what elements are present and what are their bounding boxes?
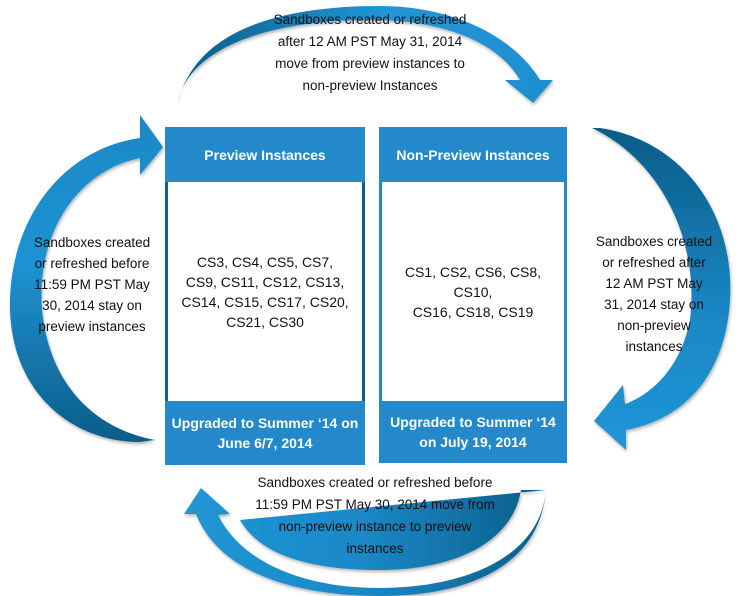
non-preview-instances-box: Non-Preview Instances CS1, CS2, CS6, CS8… (379, 127, 567, 463)
right-arrow (592, 128, 731, 450)
top-arrow-label: Sandboxes created or refreshed after 12 … (235, 9, 505, 97)
footer-line: June 6/7, 2014 (217, 435, 313, 451)
label-line: 11:59 PM PST May 30, 2014 move from (255, 497, 495, 512)
preview-instances-title: Preview Instances (165, 127, 365, 182)
preview-upgrade-date: Upgraded to Summer ‘14 on June 6/7, 2014 (165, 401, 365, 465)
label-line: non-preview instance to preview (278, 519, 472, 534)
non-preview-instances-list: CS1, CS2, CS6, CS8, CS10, CS16, CS18, CS… (382, 182, 564, 401)
footer-line: Upgraded to Summer ‘14 on (171, 415, 359, 431)
label-line: or refreshed after (602, 255, 706, 270)
preview-instances-box: Preview Instances CS3, CS4, CS5, CS7, CS… (165, 127, 365, 465)
label-line: or refreshed before (34, 256, 150, 271)
non-preview-instances-title: Non-Preview Instances (379, 127, 567, 182)
label-line: non-preview Instances (302, 78, 438, 93)
instance-line: CS16, CS18, CS19 (412, 303, 534, 320)
preview-instances-list: CS3, CS4, CS5, CS7, CS9, CS11, CS12, CS1… (168, 182, 362, 401)
label-line: move from preview instances to (275, 56, 465, 71)
label-line: after 12 AM PST May 31, 2014 (277, 34, 463, 49)
label-line: 11:59 PM PST May (34, 277, 150, 292)
label-line: non-preview (617, 318, 691, 333)
label-line: 12 AM PST May (605, 276, 703, 291)
footer-line: Upgraded to Summer ‘14 (390, 414, 556, 430)
label-line: preview instances (38, 319, 146, 334)
right-arrow-label: Sandboxes created or refreshed after 12 … (574, 231, 734, 357)
instance-line: CS3, CS4, CS5, CS7, (196, 253, 334, 270)
label-line: Sandboxes created (595, 234, 713, 249)
bottom-arrow (184, 488, 546, 596)
label-line: instances (625, 339, 683, 354)
label-line: 31, 2014 stay on (604, 297, 704, 312)
instance-line: CS21, CS30 (226, 313, 304, 330)
left-arrow (9, 115, 163, 442)
label-line: instances (346, 541, 404, 556)
label-line: 30, 2014 stay on (42, 298, 142, 313)
bottom-arrow-label: Sandboxes created or refreshed before 11… (225, 472, 525, 560)
label-line: Sandboxes created or refreshed (273, 12, 467, 27)
footer-line: on July 19, 2014 (419, 434, 527, 450)
top-arrow (178, 6, 553, 103)
instance-line: CS14, CS15, CS17, CS20, (181, 293, 349, 310)
instance-line: CS9, CS11, CS12, CS13, (185, 273, 345, 290)
label-line: Sandboxes created (33, 235, 151, 250)
label-line: Sandboxes created or refreshed before (257, 475, 493, 490)
instance-line: CS1, CS2, CS6, CS8, CS10, (404, 263, 542, 300)
left-arrow-label: Sandboxes created or refreshed before 11… (22, 232, 162, 337)
non-preview-upgrade-date: Upgraded to Summer ‘14 on July 19, 2014 (379, 401, 567, 463)
